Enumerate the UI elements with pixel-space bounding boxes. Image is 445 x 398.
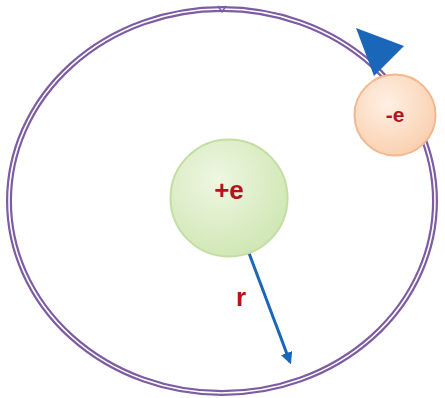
electron-circle: -e (353, 73, 437, 157)
radius-label: r (236, 282, 246, 313)
orbit (9, 9, 435, 393)
charge-label: +e (214, 175, 244, 206)
charge-label: -e (386, 103, 405, 127)
direction-arrowhead (356, 28, 404, 76)
orbit-gap (9, 9, 435, 393)
nucleus-circle: +e (169, 138, 289, 258)
circle-shape (171, 140, 288, 257)
circle-shape (355, 75, 436, 156)
orbit-notch (218, 6, 226, 12)
